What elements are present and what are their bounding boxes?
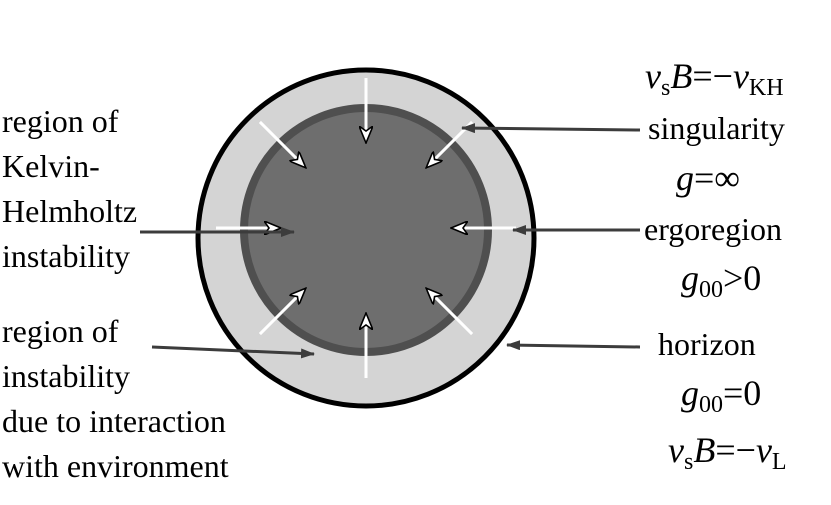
label-kh-region: region of Kelvin- Helmholtz instability	[2, 103, 137, 274]
env-region-line-1: region of	[2, 313, 119, 349]
pointer-lines	[140, 123, 641, 359]
inward-arrows	[216, 78, 516, 378]
kh-region-line-3: Helmholtz	[2, 193, 137, 229]
inward-arrow	[427, 289, 474, 336]
inward-arrow	[258, 289, 305, 336]
kh-velocity-equation: vsB=−vKH	[645, 56, 784, 101]
label-ergoregion: ergoregion	[644, 211, 782, 247]
inward-arrow	[258, 120, 305, 167]
g-infinity-equation: g=∞	[676, 158, 740, 198]
kh-region-line-4: instability	[2, 238, 130, 274]
g00-zero-equation: g00=0	[681, 373, 761, 418]
pointer-env-region	[151, 345, 315, 359]
env-region-line-2: instability	[2, 358, 130, 394]
pointer-horizon	[506, 340, 641, 351]
env-region-line-4: with environment	[2, 448, 229, 484]
kh-region-line-2: Kelvin-	[2, 148, 100, 184]
kh-region-line-1: region of	[2, 103, 119, 139]
pointer-singularity	[461, 123, 641, 134]
label-singularity: singularity	[648, 110, 785, 146]
g00-positive-equation: g00>0	[681, 258, 761, 303]
l-velocity-equation: vsB=−vL	[668, 430, 787, 475]
env-region-line-3: due to interaction	[2, 403, 226, 439]
label-horizon: horizon	[658, 326, 756, 362]
label-env-region: region of instability due to interaction…	[2, 313, 229, 484]
